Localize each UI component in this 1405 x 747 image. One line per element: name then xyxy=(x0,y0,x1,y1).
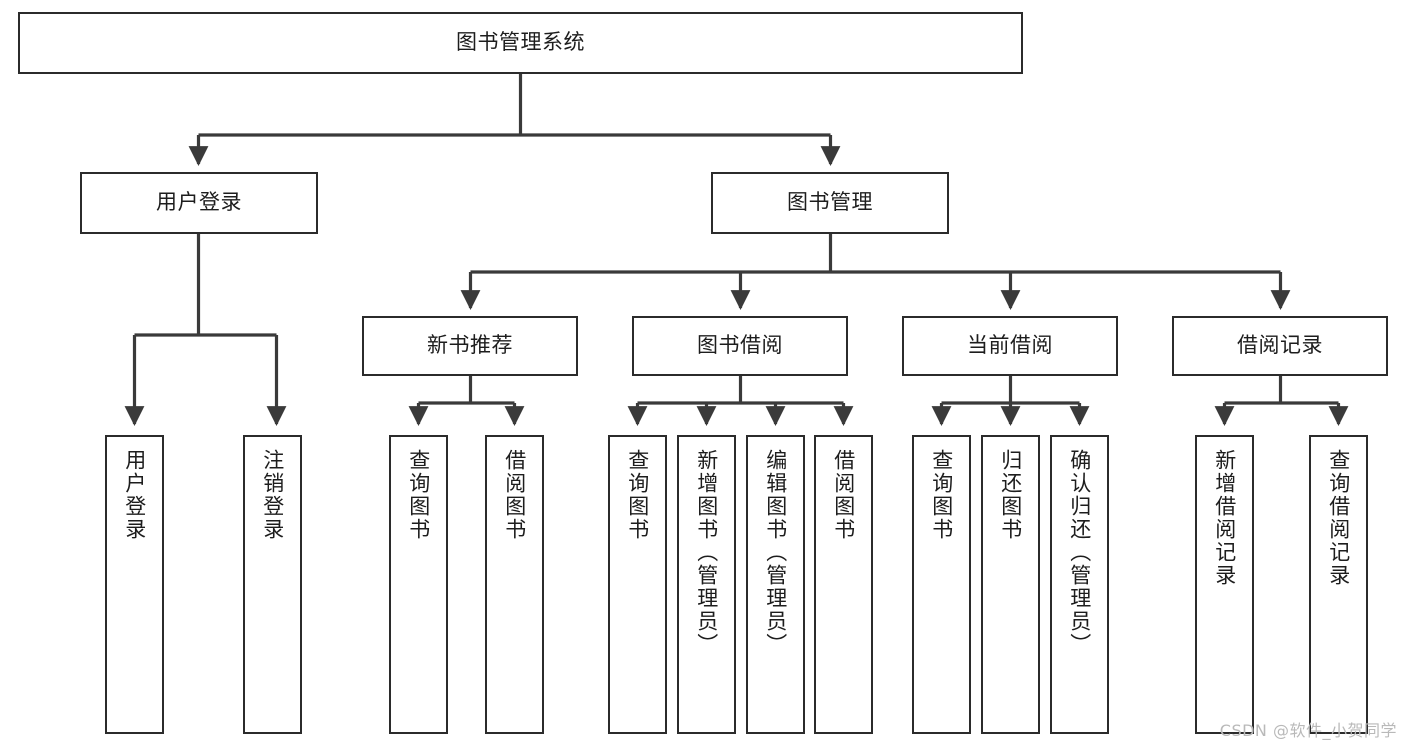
node-leaf-logout-label: 注销登录 xyxy=(260,449,285,541)
node-borrow-record-label: 借阅记录 xyxy=(1237,333,1323,358)
node-leaf-confirm-return-label: 确认归还（管理员） xyxy=(1067,449,1092,656)
node-leaf-query-book-2-label: 查询图书 xyxy=(625,449,650,541)
node-current-borrow[interactable]: 当前借阅 xyxy=(902,316,1118,376)
node-leaf-return-book-label: 归还图书 xyxy=(998,449,1023,541)
node-new-book-rec[interactable]: 新书推荐 xyxy=(362,316,578,376)
node-leaf-user-login[interactable]: 用户登录 xyxy=(105,435,164,734)
node-leaf-add-book[interactable]: 新增图书（管理员） xyxy=(677,435,736,734)
node-new-book-rec-label: 新书推荐 xyxy=(427,333,513,358)
watermark-text: CSDN @软件_小贺同学 xyxy=(1219,721,1397,740)
node-book-borrow[interactable]: 图书借阅 xyxy=(632,316,848,376)
node-leaf-borrow-book-1-label: 借阅图书 xyxy=(502,449,527,541)
node-leaf-add-book-label: 新增图书（管理员） xyxy=(694,449,719,656)
node-leaf-user-login-label: 用户登录 xyxy=(122,449,147,541)
node-leaf-edit-book-label: 编辑图书（管理员） xyxy=(763,449,788,656)
node-user-login[interactable]: 用户登录 xyxy=(80,172,318,234)
node-leaf-query-book-3[interactable]: 查询图书 xyxy=(912,435,971,734)
node-leaf-query-book-1-label: 查询图书 xyxy=(406,449,431,541)
node-root[interactable]: 图书管理系统 xyxy=(18,12,1023,74)
node-leaf-borrow-book-2[interactable]: 借阅图书 xyxy=(814,435,873,734)
node-book-borrow-label: 图书借阅 xyxy=(697,333,783,358)
node-leaf-query-book-1[interactable]: 查询图书 xyxy=(389,435,448,734)
node-leaf-query-record-label: 查询借阅记录 xyxy=(1326,449,1351,587)
node-root-label: 图书管理系统 xyxy=(456,30,585,55)
node-user-login-label: 用户登录 xyxy=(156,190,242,215)
node-leaf-edit-book[interactable]: 编辑图书（管理员） xyxy=(746,435,805,734)
node-leaf-query-book-3-label: 查询图书 xyxy=(929,449,954,541)
node-book-manage[interactable]: 图书管理 xyxy=(711,172,949,234)
node-leaf-borrow-book-1[interactable]: 借阅图书 xyxy=(485,435,544,734)
node-leaf-borrow-book-2-label: 借阅图书 xyxy=(831,449,856,541)
node-leaf-add-record[interactable]: 新增借阅记录 xyxy=(1195,435,1254,734)
node-current-borrow-label: 当前借阅 xyxy=(967,333,1053,358)
node-borrow-record[interactable]: 借阅记录 xyxy=(1172,316,1388,376)
node-leaf-add-record-label: 新增借阅记录 xyxy=(1212,449,1237,587)
node-leaf-query-book-2[interactable]: 查询图书 xyxy=(608,435,667,734)
node-leaf-query-record[interactable]: 查询借阅记录 xyxy=(1309,435,1368,734)
node-leaf-logout[interactable]: 注销登录 xyxy=(243,435,302,734)
node-leaf-confirm-return[interactable]: 确认归还（管理员） xyxy=(1050,435,1109,734)
node-book-manage-label: 图书管理 xyxy=(787,190,873,215)
node-leaf-return-book[interactable]: 归还图书 xyxy=(981,435,1040,734)
